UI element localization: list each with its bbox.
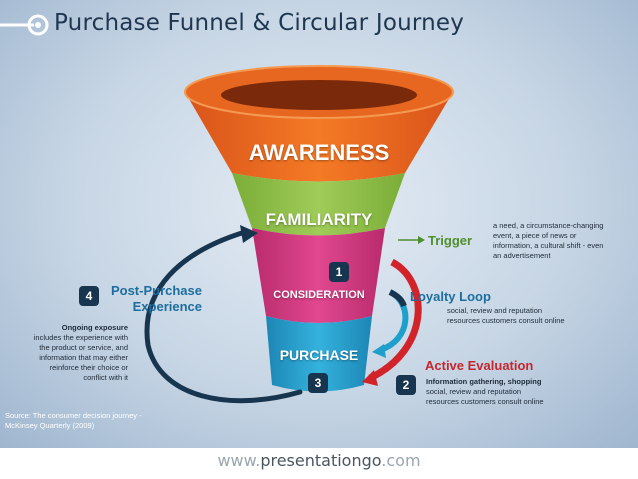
slide-background: Purchase Funnel & Circular Journey <box>0 0 638 448</box>
trigger-heading: Trigger <box>428 233 473 248</box>
step-badge-1: 1 <box>329 262 349 282</box>
funnel-familiarity-segment <box>232 173 405 236</box>
active-evaluation-arc <box>368 258 422 382</box>
footer-prefix: www. <box>217 451 261 470</box>
post-purchase-heading: Post-Purchase Experience <box>110 283 202 314</box>
footer-suffix: .com <box>381 451 421 470</box>
footer-url[interactable]: www.presentationgo.com <box>0 448 638 479</box>
funnel-consideration-segment <box>252 228 385 323</box>
step-badge-4: 4 <box>79 286 99 306</box>
footer-brand: presentationgo <box>260 451 382 470</box>
trigger-description: a need, a circumstance-changing event, a… <box>493 221 604 260</box>
step-badge-3: 3 <box>308 373 328 393</box>
target-icon <box>0 14 49 36</box>
active-evaluation-description: Information gathering, shopping social, … <box>426 377 544 406</box>
funnel-opening <box>221 80 417 110</box>
post-purchase-description: Ongoing exposure includes the experience… <box>33 323 128 382</box>
funnel-purchase-segment <box>266 316 372 392</box>
post-purchase-arc <box>144 229 303 404</box>
funnel-diagram <box>144 65 454 404</box>
page-title: Purchase Funnel & Circular Journey <box>54 10 465 36</box>
source-citation: Source: The consumer decision journey - … <box>5 411 142 430</box>
step-badge-2: 2 <box>396 375 416 395</box>
loyalty-loop-description: social, review and reputation resources … <box>447 306 565 325</box>
awareness-label: AWARENESS <box>248 140 390 165</box>
active-evaluation-heading: Active Evaluation <box>425 358 534 373</box>
familiarity-label: FAMILIARITY <box>265 210 373 229</box>
purchase-label: PURCHASE <box>279 347 359 363</box>
loyalty-loop-heading: Loyalty Loop <box>410 289 491 304</box>
consideration-label: CONSIDERATION <box>273 289 365 301</box>
